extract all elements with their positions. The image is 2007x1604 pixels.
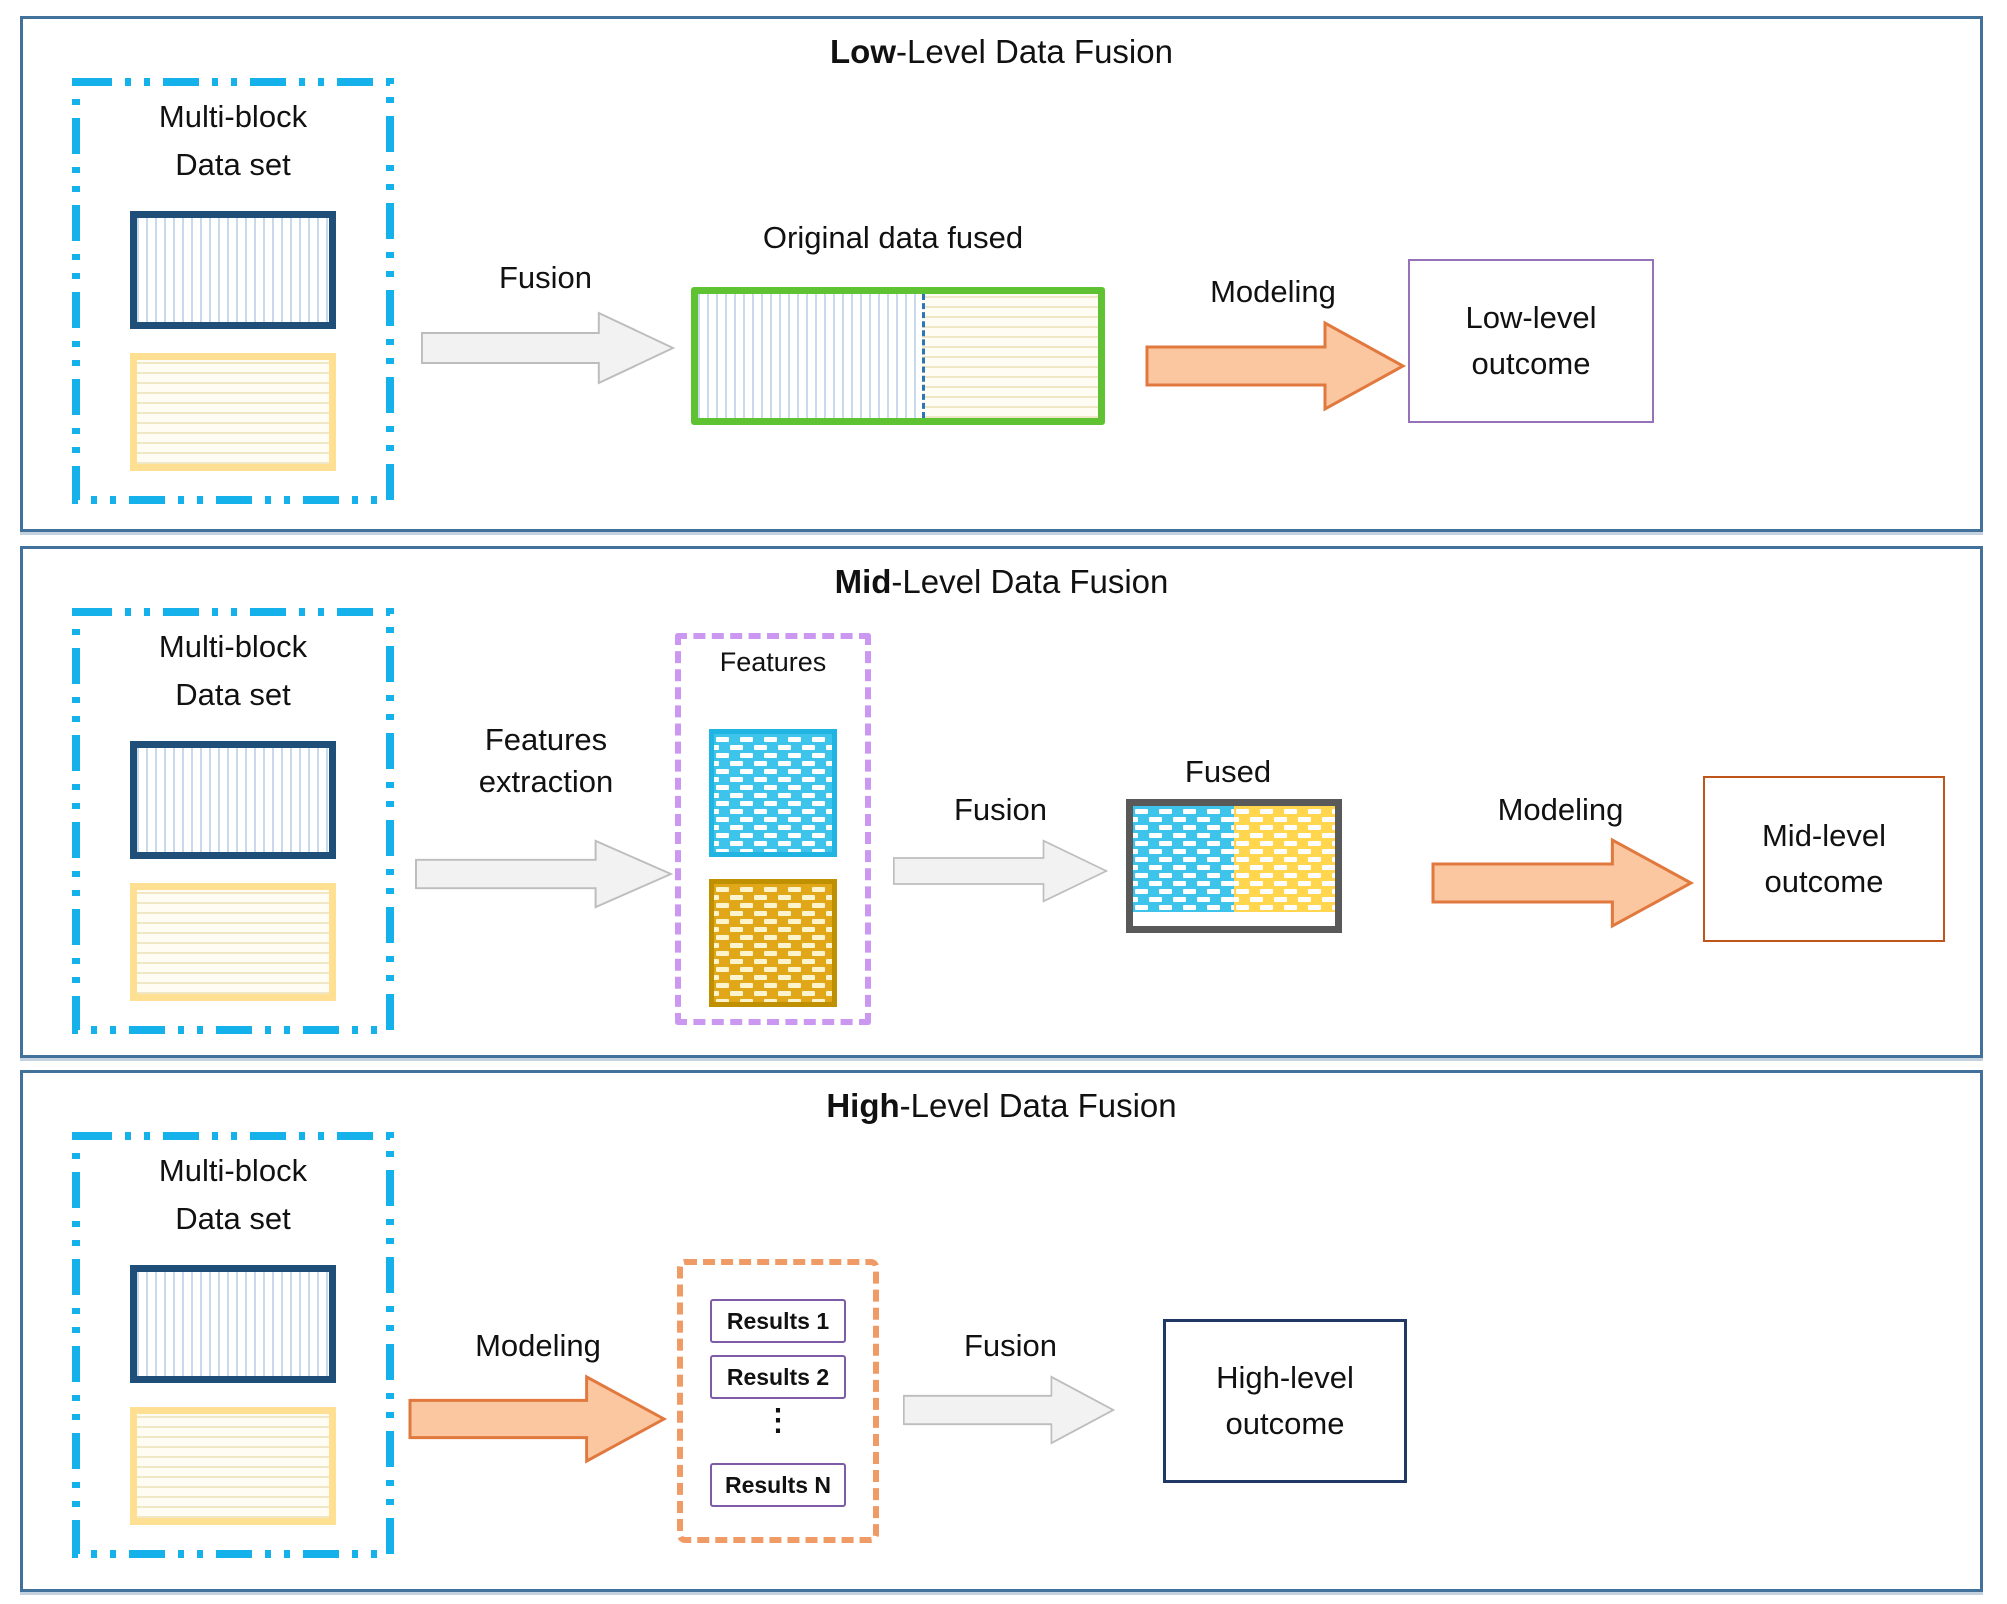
fused-block	[1126, 799, 1342, 933]
original-data-fused-box	[691, 287, 1105, 425]
panel-title-low-bold: Low	[830, 33, 896, 70]
multiblock-label-line2: Data set	[175, 147, 291, 182]
fusion-label: Fusion	[963, 1328, 1058, 1363]
high-outcome-line2: outcome	[1225, 1406, 1345, 1441]
modeling-label: Modeling	[1497, 792, 1624, 827]
vertical-ellipsis: ⋮	[763, 1404, 793, 1437]
multiblock-label: Multi-block Data set	[71, 93, 395, 189]
low-outcome-line1: Low-level	[1465, 300, 1597, 335]
arrow-right-orange-icon	[1145, 319, 1407, 413]
result-box-n: Results N	[710, 1463, 846, 1507]
result-box-1: Results 1	[710, 1299, 846, 1343]
feature-block-cyan	[709, 729, 837, 857]
features-label: Features	[719, 647, 827, 677]
result-box-2: Results 2	[710, 1355, 846, 1399]
panel-title-mid-bold: Mid	[834, 563, 892, 600]
fused-right-gold-bricks	[1234, 806, 1335, 912]
multiblock-label: Multi-block Data set	[71, 1147, 395, 1243]
arrow-right-icon	[415, 839, 673, 909]
fused-label: Fused	[1184, 754, 1272, 789]
dataset-block-blue	[130, 1265, 336, 1383]
panel-title-high-rest: -Level Data Fusion	[899, 1087, 1177, 1124]
panel-title-mid-rest: -Level Data Fusion	[891, 563, 1169, 600]
fused-right-yellow-stripes	[922, 294, 1098, 418]
mid-outcome-line2: outcome	[1764, 864, 1884, 899]
modeling-label: Modeling	[1210, 274, 1336, 309]
multiblock-dataset-group: Multi-block Data set	[71, 1131, 395, 1559]
arrow-right-icon	[903, 1375, 1115, 1445]
panel-low-level: Low-Level Data Fusion Multi-block Data s…	[20, 16, 1983, 532]
dataset-block-yellow	[130, 353, 336, 471]
results-group: Results 1 Results 2 ⋮ Results N	[677, 1259, 879, 1543]
fused-left-cyan-bricks	[1133, 806, 1234, 912]
multiblock-label-line2: Data set	[175, 1201, 291, 1236]
panel-mid-level: Mid-Level Data Fusion Multi-block Data s…	[20, 546, 1983, 1058]
multiblock-label: Multi-block Data set	[71, 623, 395, 719]
arrow-right-icon	[893, 839, 1108, 903]
fusion-label: Fusion	[498, 260, 593, 295]
feature-block-gold	[709, 879, 837, 1007]
multiblock-dataset-group: Multi-block Data set	[71, 607, 395, 1035]
panel-title-high-bold: High	[826, 1087, 900, 1124]
features-extraction-line2: extraction	[478, 764, 614, 799]
panel-title-high: High-Level Data Fusion	[23, 1087, 1980, 1125]
arrow-right-orange-icon	[408, 1373, 668, 1465]
features-extraction-label: Features extraction	[421, 719, 671, 803]
high-outcome-line1: High-level	[1216, 1360, 1354, 1395]
dataset-block-yellow	[130, 1407, 336, 1525]
fusion-label: Fusion	[953, 792, 1048, 827]
high-level-outcome-box: High-level outcome	[1163, 1319, 1407, 1483]
mid-outcome-line1: Mid-level	[1761, 818, 1887, 853]
multiblock-label-line1: Multi-block	[158, 1153, 308, 1188]
dataset-block-blue	[130, 211, 336, 329]
arrow-right-orange-icon	[1431, 836, 1695, 930]
dashdot-border	[72, 78, 394, 504]
multiblock-label-line1: Multi-block	[158, 629, 308, 664]
panel-title-low: Low-Level Data Fusion	[23, 33, 1980, 71]
dashdot-border	[72, 608, 394, 1034]
features-group: Features	[675, 633, 871, 1025]
panel-title-mid: Mid-Level Data Fusion	[23, 563, 1980, 601]
modeling-label: Modeling	[475, 1328, 601, 1363]
multiblock-dataset-group: Multi-block Data set	[71, 77, 395, 505]
mid-level-outcome-box: Mid-level outcome	[1703, 776, 1945, 942]
low-level-outcome-box: Low-level outcome	[1408, 259, 1654, 423]
multiblock-label-line2: Data set	[175, 677, 291, 712]
fused-left-blue-stripes	[698, 294, 922, 418]
original-data-fused-label: Original data fused	[762, 220, 1024, 255]
features-extraction-line1: Features	[484, 722, 608, 757]
dataset-block-blue	[130, 741, 336, 859]
multiblock-label-line1: Multi-block	[158, 99, 308, 134]
dashdot-border	[72, 1132, 394, 1558]
arrow-right-icon	[421, 311, 675, 385]
low-outcome-line2: outcome	[1471, 346, 1591, 381]
dataset-block-yellow	[130, 883, 336, 1001]
fused-divider-dashed-line	[922, 294, 925, 418]
panel-title-low-rest: -Level Data Fusion	[896, 33, 1173, 70]
panel-high-level: High-Level Data Fusion Multi-block Data …	[20, 1070, 1983, 1592]
